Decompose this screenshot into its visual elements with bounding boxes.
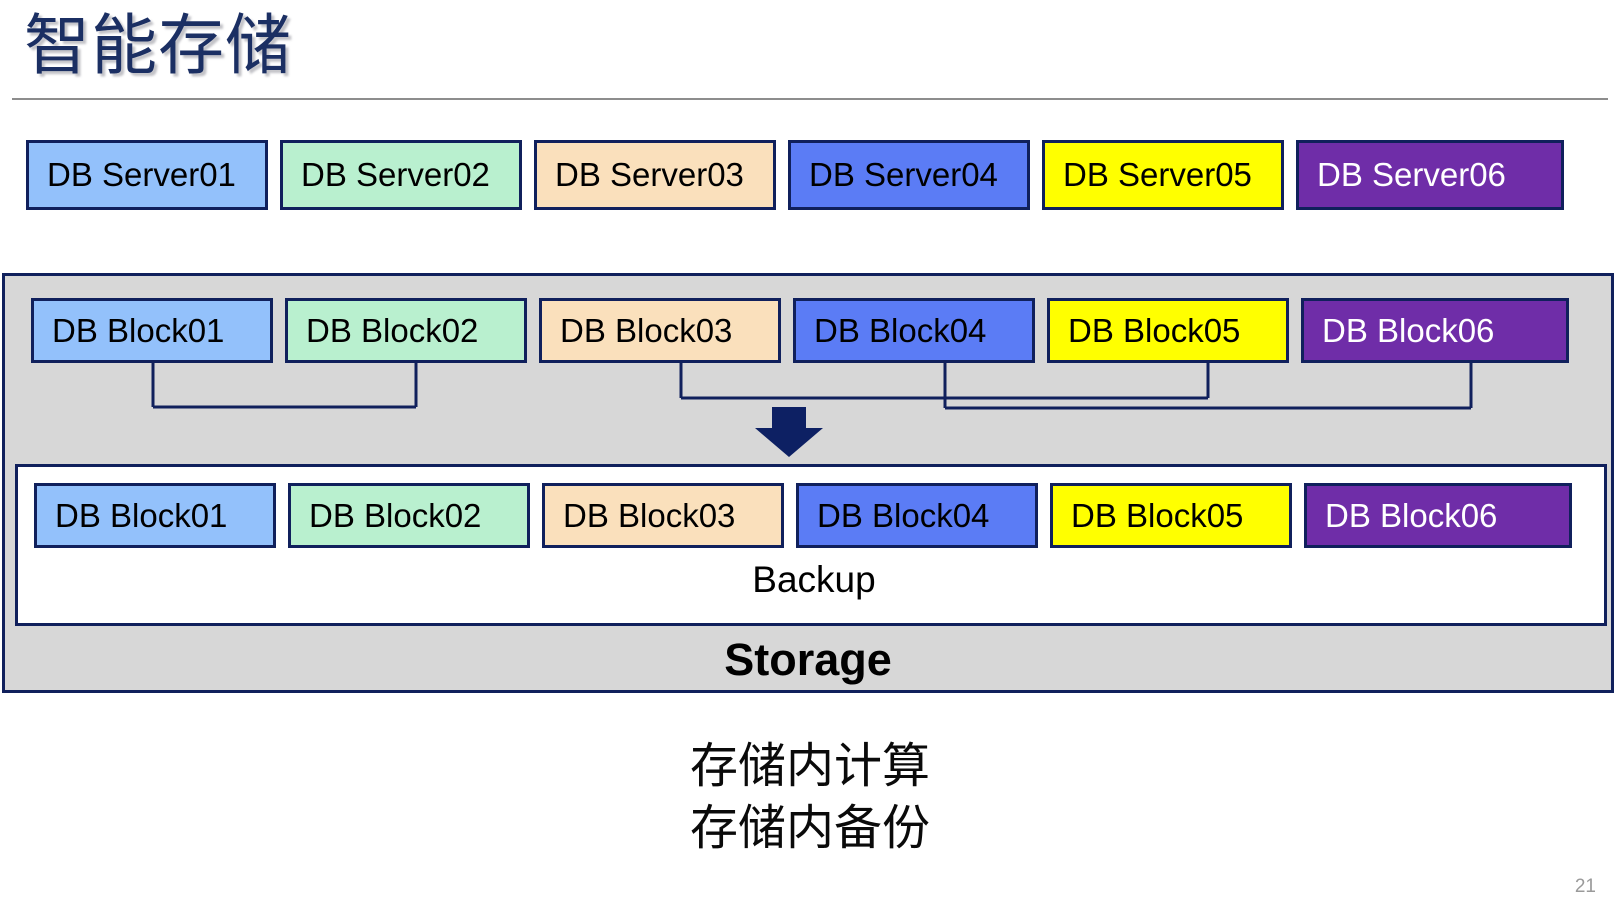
db-block-primary-1: DB Block01 [31,298,273,363]
down-arrow-icon [755,407,823,457]
db-block-backup-2: DB Block02 [288,483,530,548]
db-server-box-2: DB Server02 [280,140,522,210]
db-block-backup-4: DB Block04 [796,483,1038,548]
storage-label: Storage [724,634,892,685]
bottom-captions: 存储内计算存储内备份 [0,735,1620,859]
caption-line-2: 存储内备份 [689,800,930,856]
db-block-backup-6: DB Block06 [1304,483,1572,548]
db-block-backup-5: DB Block05 [1050,483,1292,548]
db-server-box-5: DB Server05 [1042,140,1284,210]
db-server-box-1: DB Server01 [26,140,268,210]
title-divider [12,98,1608,100]
db-block-backup-3: DB Block03 [542,483,784,548]
db-block-primary-3: DB Block03 [539,298,781,363]
page-number: 21 [1574,876,1596,897]
db-block-primary-5: DB Block05 [1047,298,1289,363]
backup-label: Backup [752,559,876,600]
db-block-primary-6: DB Block06 [1301,298,1569,363]
db-block-primary-4: DB Block04 [793,298,1035,363]
db-block-backup-1: DB Block01 [34,483,276,548]
db-server-box-6: DB Server06 [1296,140,1564,210]
caption-line-1: 存储内计算 [689,738,930,794]
page-title: 智能存储 [24,8,292,82]
db-server-box-4: DB Server04 [788,140,1030,210]
db-server-box-3: DB Server03 [534,140,776,210]
db-block-primary-2: DB Block02 [285,298,527,363]
block-connector-lines [151,361,1473,457]
